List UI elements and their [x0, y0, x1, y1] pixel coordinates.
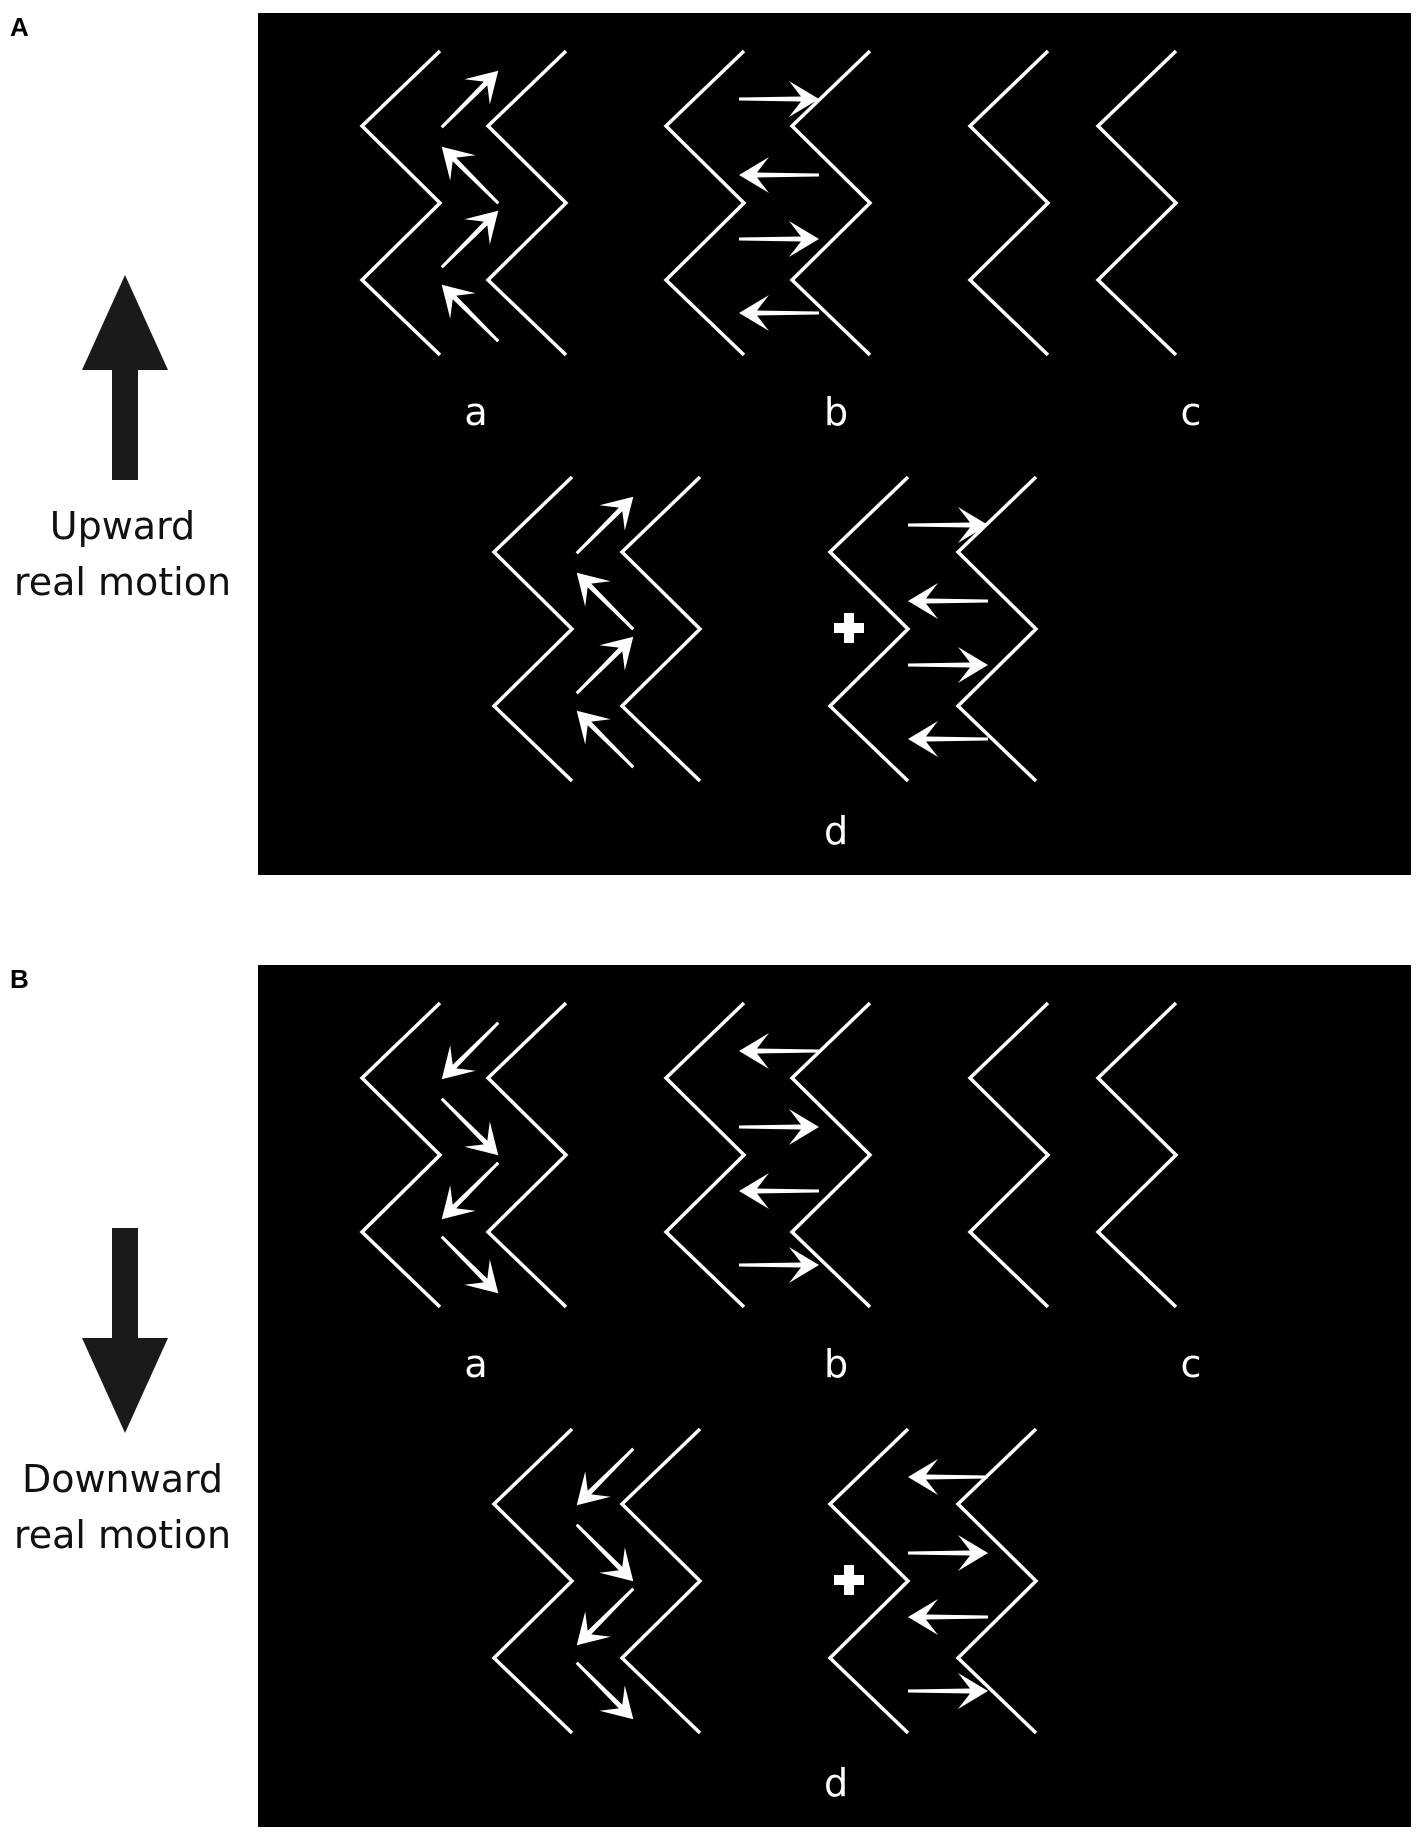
motion-arrow-icon — [908, 721, 988, 757]
condition-label-d: d — [824, 1761, 848, 1805]
motion-arrow-icon — [576, 572, 635, 631]
condition-d: d — [491, 1427, 1039, 1805]
motion-label-downward: Downward real motion — [0, 1451, 245, 1563]
motion-arrow-icon — [739, 81, 819, 117]
condition-d-left-right-zigzag — [619, 1427, 703, 1735]
motion-arrow-icon — [908, 1599, 988, 1635]
condition-c-left-zigzag — [967, 49, 1051, 357]
stimulus-panel-a: a b c d — [258, 13, 1411, 875]
motion-arrow-up — [80, 275, 170, 480]
up-arrow-icon — [82, 275, 168, 480]
condition-c-right-zigzag — [1095, 49, 1179, 357]
fixation-cross-icon — [834, 613, 864, 643]
condition-label-d: d — [824, 809, 848, 853]
motion-arrow-icon — [575, 1661, 634, 1720]
condition-label-a: a — [464, 390, 487, 434]
condition-b-left-zigzag — [663, 49, 747, 357]
condition-d-right-left-zigzag — [827, 1427, 911, 1735]
motion-arrow-icon — [908, 507, 988, 543]
motion-arrow-icon — [739, 1109, 819, 1145]
motion-arrow-icon — [576, 1447, 635, 1506]
condition-b: b — [663, 49, 873, 434]
condition-d-left-left-zigzag — [491, 1427, 575, 1735]
stimulus-diagram-a: a b c d — [359, 49, 1202, 853]
condition-b: b — [663, 1001, 873, 1386]
motion-arrow-icon — [739, 157, 819, 193]
condition-c: c — [967, 1001, 1202, 1386]
motion-label-line2: real motion — [13, 1513, 232, 1557]
condition-d-right-right-zigzag — [955, 1427, 1039, 1735]
motion-arrow-icon — [440, 1097, 499, 1156]
condition-b-right-zigzag — [789, 49, 873, 357]
motion-label-line1: Downward — [21, 1457, 224, 1501]
motion-arrow-icon — [739, 1173, 819, 1209]
motion-arrow-icon — [440, 210, 499, 269]
condition-a: a — [359, 49, 569, 434]
condition-a-left-zigzag — [359, 49, 443, 357]
condition-label-a: a — [464, 1342, 487, 1386]
condition-c-right-zigzag — [1095, 1001, 1179, 1309]
motion-arrow-icon — [575, 496, 634, 555]
condition-a-right-zigzag — [485, 49, 569, 357]
motion-arrow-icon — [739, 295, 819, 331]
motion-arrow-icon — [575, 636, 634, 695]
motion-arrow-icon — [575, 1523, 634, 1582]
motion-arrow-icon — [908, 1459, 988, 1495]
motion-arrow-icon — [908, 647, 988, 683]
condition-d-right-left-zigzag — [827, 475, 911, 783]
condition-b-left-zigzag — [663, 1001, 747, 1309]
condition-a-left-zigzag — [359, 1001, 443, 1309]
condition-b-right-zigzag — [789, 1001, 873, 1309]
motion-arrow-icon — [908, 583, 988, 619]
motion-arrow-icon — [908, 1673, 988, 1709]
motion-arrow-down — [80, 1228, 170, 1433]
motion-arrow-icon — [440, 70, 499, 129]
condition-label-c: c — [1181, 1342, 1202, 1386]
motion-arrow-icon — [739, 1033, 819, 1069]
condition-d: d — [491, 475, 1039, 853]
condition-c: c — [967, 49, 1202, 434]
motion-arrow-icon — [441, 146, 500, 205]
motion-arrow-icon — [739, 1247, 819, 1283]
motion-label-upward: Upward real motion — [0, 498, 245, 610]
motion-arrow-icon — [908, 1535, 988, 1571]
fixation-cross-icon — [834, 1565, 864, 1595]
panel-letter-a: A — [10, 12, 29, 42]
stimulus-diagram-b: a b c d — [359, 1001, 1202, 1805]
condition-d-left-left-zigzag — [491, 475, 575, 783]
motion-label-line1: Upward — [49, 504, 196, 548]
condition-a-right-zigzag — [485, 1001, 569, 1309]
motion-arrow-icon — [441, 1021, 500, 1080]
motion-label-line2: real motion — [13, 560, 232, 604]
motion-arrow-icon — [739, 221, 819, 257]
motion-arrow-icon — [441, 284, 500, 343]
motion-arrow-icon — [576, 710, 635, 769]
stimulus-panel-b: a b c d — [258, 965, 1411, 1827]
motion-arrow-icon — [440, 1235, 499, 1294]
motion-arrow-icon — [576, 1587, 635, 1646]
motion-arrow-icon — [441, 1161, 500, 1220]
condition-label-b: b — [824, 390, 848, 434]
panel-letter-b: B — [10, 964, 29, 994]
down-arrow-icon — [82, 1228, 168, 1433]
condition-a: a — [359, 1001, 569, 1386]
condition-d-left-right-zigzag — [619, 475, 703, 783]
condition-label-c: c — [1181, 390, 1202, 434]
condition-label-b: b — [824, 1342, 848, 1386]
condition-c-left-zigzag — [967, 1001, 1051, 1309]
